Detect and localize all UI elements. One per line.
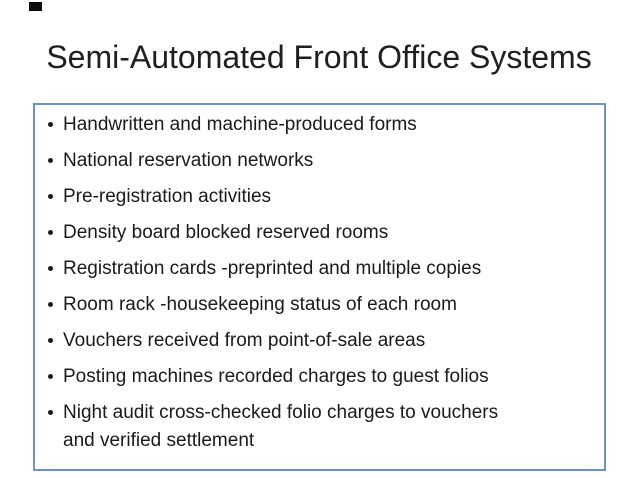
bullet-item: Handwritten and machine-produced forms bbox=[47, 111, 521, 139]
bullet-item: Posting machines recorded charges to gue… bbox=[47, 363, 521, 391]
bullet-item: Registration cards -preprinted and multi… bbox=[47, 255, 521, 283]
bullet-item: Vouchers received from point-of-sale are… bbox=[47, 327, 521, 355]
bullet-text: Posting machines recorded charges to gue… bbox=[63, 366, 489, 387]
bullet-text: Night audit cross-checked folio charges … bbox=[63, 402, 499, 451]
bullet-icon bbox=[48, 338, 53, 343]
bullet-list: Handwritten and machine-produced forms N… bbox=[35, 105, 521, 455]
bullet-text: Registration cards -preprinted and multi… bbox=[63, 258, 482, 279]
bullet-icon bbox=[48, 410, 53, 415]
bullet-icon bbox=[48, 302, 53, 307]
bullet-text: Vouchers received from point-of-sale are… bbox=[63, 330, 426, 351]
bullet-text: Handwritten and machine-produced forms bbox=[63, 114, 417, 135]
bullet-icon bbox=[48, 266, 53, 271]
bullet-icon bbox=[48, 374, 53, 379]
corner-mark bbox=[29, 2, 42, 11]
bullet-item: Room rack -housekeeping status of each r… bbox=[47, 291, 521, 319]
bullet-item: Pre-registration activities bbox=[47, 183, 521, 211]
slide-title: Semi-Automated Front Office Systems bbox=[46, 39, 592, 75]
bullet-item: Density board blocked reserved rooms bbox=[47, 219, 521, 247]
bullet-icon bbox=[48, 122, 53, 127]
bullet-text: National reservation networks bbox=[63, 150, 314, 171]
bullet-text: Density board blocked reserved rooms bbox=[63, 222, 389, 243]
bullet-icon bbox=[48, 194, 53, 199]
bullet-icon bbox=[48, 158, 53, 163]
bullet-text: Pre-registration activities bbox=[63, 186, 272, 207]
bullet-text: Room rack -housekeeping status of each r… bbox=[63, 294, 457, 315]
content-box: Handwritten and machine-produced forms N… bbox=[33, 103, 606, 471]
bullet-icon bbox=[48, 230, 53, 235]
bullet-item: National reservation networks bbox=[47, 147, 521, 175]
bullet-item: Night audit cross-checked folio charges … bbox=[47, 399, 521, 455]
